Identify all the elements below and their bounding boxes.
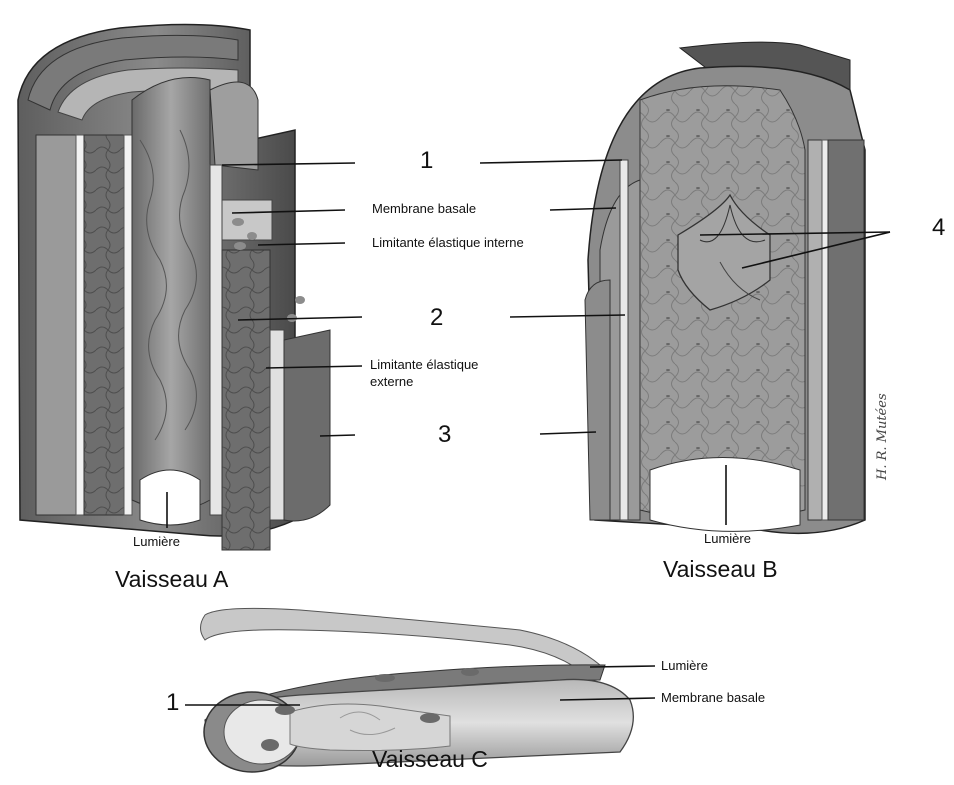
illustrator-signature: H. R. Mutées xyxy=(876,393,890,480)
vessel-a-illustration xyxy=(18,24,362,550)
vessel-a-lumen-label: Lumière xyxy=(133,535,180,549)
vessel-b-caption: Vaisseau B xyxy=(663,557,778,582)
vessel-c-membrane-basale-label: Membrane basale xyxy=(661,691,765,705)
label-4: 4 xyxy=(932,215,945,241)
label-3: 3 xyxy=(438,422,451,448)
vessel-b-illustration xyxy=(480,42,890,533)
label-2: 2 xyxy=(430,305,443,331)
vessel-a-caption: Vaisseau A xyxy=(115,567,228,592)
vessel-c-caption: Vaisseau C xyxy=(372,747,488,772)
label-limitante-elastique-externe-line2: externe xyxy=(370,375,413,389)
vessel-c-label-1: 1 xyxy=(166,690,179,716)
label-limitante-elastique-externe-line1: Limitante élastique xyxy=(370,358,478,372)
vessel-b-lumen-label: Lumière xyxy=(704,532,751,546)
label-1-top: 1 xyxy=(420,148,433,174)
label-membrane-basale: Membrane basale xyxy=(372,202,476,216)
label-limitante-elastique-interne: Limitante élastique interne xyxy=(372,236,524,250)
vessel-c-lumen-label: Lumière xyxy=(661,659,708,673)
